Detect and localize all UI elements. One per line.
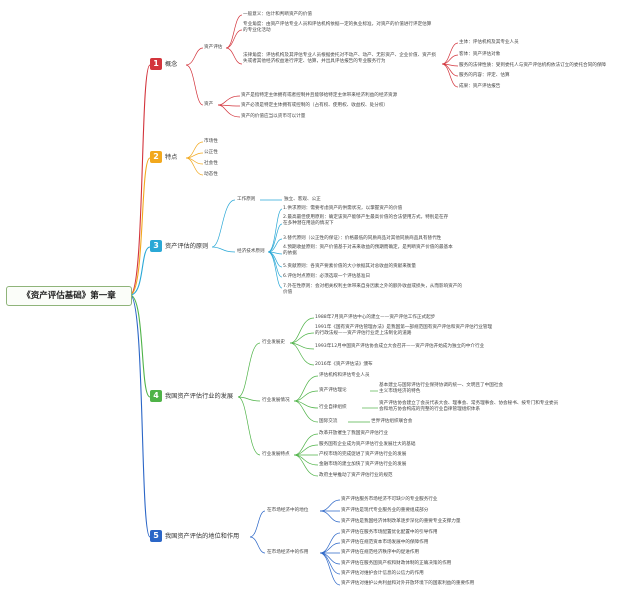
node-subject[interactable]: 主体：评估机构及其专业人员 [459, 40, 519, 45]
node-position-1[interactable]: 资产评估服务市场经济不可缺少的专业服务行业 [341, 497, 438, 502]
node-status-intl[interactable]: 国际交流 [319, 419, 338, 424]
node-work-principle-value[interactable]: 独立、客观、公正 [284, 197, 321, 202]
node-service-content[interactable]: 服务的内容：评定、估算 [459, 73, 510, 78]
node-contribution[interactable]: 5.贡献原则：各资产要素价值的大小依据其对总收益的贡献来衡量 [283, 264, 417, 269]
node-role-6[interactable]: 资产评估对维护公共利益和对外开放环境下的国家利益的重要作用 [341, 581, 475, 586]
node-history-1993[interactable]: 1993年12月中国资产评估协会成立大会召开——资产评估开始成为独立的中介行业 [315, 344, 485, 349]
node-feature-2[interactable]: 服务国有企业成为资产评估行业发展壮大的基础 [319, 442, 416, 447]
node-status-theory[interactable]: 资产评估理论 [319, 388, 347, 393]
topic-label: 概念 [165, 61, 178, 68]
node-status-orgs[interactable]: 评估机构和评估专业人员 [319, 373, 370, 378]
node-general-meaning[interactable]: 一般意义：估计和判断资产的价值 [243, 12, 312, 17]
node-history-1991[interactable]: 1991年《国有资产评估管理办法》是我国第一部规范国有资产评估和资产评估行业管理… [315, 325, 493, 336]
node-status-self-regulation[interactable]: 行业自律组织 [319, 405, 347, 410]
node-tech-principle[interactable]: 经济技术原则 [237, 249, 265, 254]
node-asset-measure[interactable]: 资产的价值应当以货币可以计量 [241, 114, 306, 119]
node-org-desc[interactable]: 资产评估协会建立了会员代表大会、理事会、常务理事会、协会秘书、按专门和专业委员会… [379, 401, 559, 412]
node-role-2[interactable]: 资产评估在规范资本市场发展中的保障作用 [341, 540, 429, 545]
number-badge: 1 [150, 58, 162, 70]
number-badge: 3 [150, 240, 162, 252]
topic-label: 特点 [165, 154, 178, 161]
node-externality[interactable]: 7.外在性原则：会对相关权利主体带来自身因素之外的额外收益或损失，从而影响资产的… [283, 284, 462, 295]
node-role-5[interactable]: 资产评估对维护会计信息的公信力的作用 [341, 571, 424, 576]
node-asset[interactable]: 资产 [204, 102, 214, 107]
node-market-role[interactable]: 在市场经济中的作用 [267, 550, 309, 555]
number-badge: 2 [150, 151, 162, 163]
node-work-principle[interactable]: 工作原则 [237, 197, 256, 202]
node-expected-income[interactable]: 4.预期收益原则：资产价值基于对未来收益的预期而确定，是判断资产价值的最基本的依… [283, 245, 453, 256]
node-feature-5[interactable]: 政府主导推动了资产评估行业的规范 [319, 473, 393, 478]
node-legal-view[interactable]: 法律角度：评估机构及其评估专业人员根据委托对不动产、动产、无形资产、企业价值、资… [243, 53, 436, 64]
node-result[interactable]: 成果：资产评估报告 [459, 84, 501, 89]
node-feature-4[interactable]: 金融市场的建立加快了资产评估行业的发展 [319, 462, 407, 467]
node-market[interactable]: 市场性 [204, 139, 218, 144]
node-professional-view[interactable]: 专业角度：由资产评估专业人员和评估机构依据一定的执业标准，对资产的价值进行评定估… [243, 22, 432, 33]
node-fairness[interactable]: 公正性 [204, 150, 218, 155]
node-dynamic[interactable]: 动态性 [204, 172, 218, 177]
node-substitution[interactable]: 3.替代原则（公正性的保证）：价格最低的同质商品对其他同质商品具有替代性 [283, 236, 442, 241]
node-feature-1[interactable]: 改革开放催生了我国资产评估行业 [319, 431, 388, 436]
node-features[interactable]: 行业发展特点 [262, 452, 290, 457]
node-position-2[interactable]: 资产评估是现代专业服务业的重要组成部分 [341, 508, 429, 513]
node-feature-3[interactable]: 产权市场的完成促进了资产评估行业的发展 [319, 452, 407, 457]
node-market-position[interactable]: 在市场经济中的地位 [267, 508, 309, 513]
node-asset-def[interactable]: 资产是指特定主体拥有或者控制并且能够给特定主体带来经济利益的经济资源 [241, 93, 398, 98]
node-status[interactable]: 行业发展情况 [262, 398, 290, 403]
node-role-3[interactable]: 资产评估在规范经济秩序中的促进作用 [341, 550, 420, 555]
node-valuation-date[interactable]: 6.评估时点原则：必须选取一个评估基准日 [283, 274, 371, 279]
node-object[interactable]: 客体：资产评估对象 [459, 52, 501, 57]
topic-label: 资产评估的原则 [165, 243, 209, 250]
node-asset-control[interactable]: 资产必须是特定主体拥有或控制的（占有权、使用权、收益权、处分权） [241, 103, 389, 108]
node-theory-desc[interactable]: 基本建立与国际评估行业保持协调的统一、文明且了中国社会主义市场经济的特色 [379, 383, 504, 394]
node-role-4[interactable]: 资产评估在服务国资产权和财政体制的正确决策的作用 [341, 561, 452, 566]
node-intl-desc[interactable]: 世界评估组织联合会 [371, 419, 413, 424]
node-position-3[interactable]: 资产评估是我国经济体制改革逐步深化的重要专业支撑力量 [341, 519, 461, 524]
topic-label: 我国资产评估的地位和作用 [165, 533, 240, 540]
node-social[interactable]: 社会性 [204, 161, 218, 166]
node-role-1[interactable]: 资产评估在服务市场配置优化配置中的引导作用 [341, 530, 438, 535]
topic-label: 我国资产评估行业的发展 [165, 393, 234, 400]
root-topic[interactable]: 《资产评估基础》第一章 [6, 286, 132, 306]
number-badge: 4 [150, 390, 162, 402]
node-history[interactable]: 行业发展史 [262, 340, 285, 345]
node-history-1988[interactable]: 1988年7月资产评估中心的建立——资产评估工作正式起步 [315, 315, 436, 320]
node-highest-best-use[interactable]: 2.最高最佳使用原则：确定该资产能够产生最高价值的合法使用方式，特别是在存在多种… [283, 215, 449, 226]
node-legal-nature[interactable]: 服务的法律性质：受到委托人与资产评估机构依法订立的委托合同的保障 [459, 63, 607, 68]
node-supply-demand[interactable]: 1.供求原则：需要考虑资产的供需状况，以掌握资产的价值 [283, 206, 403, 211]
number-badge: 5 [150, 530, 162, 542]
node-asset-appraisal[interactable]: 资产评估 [204, 45, 223, 50]
node-history-2016[interactable]: 2016年《资产评估法》颁布 [315, 362, 373, 367]
